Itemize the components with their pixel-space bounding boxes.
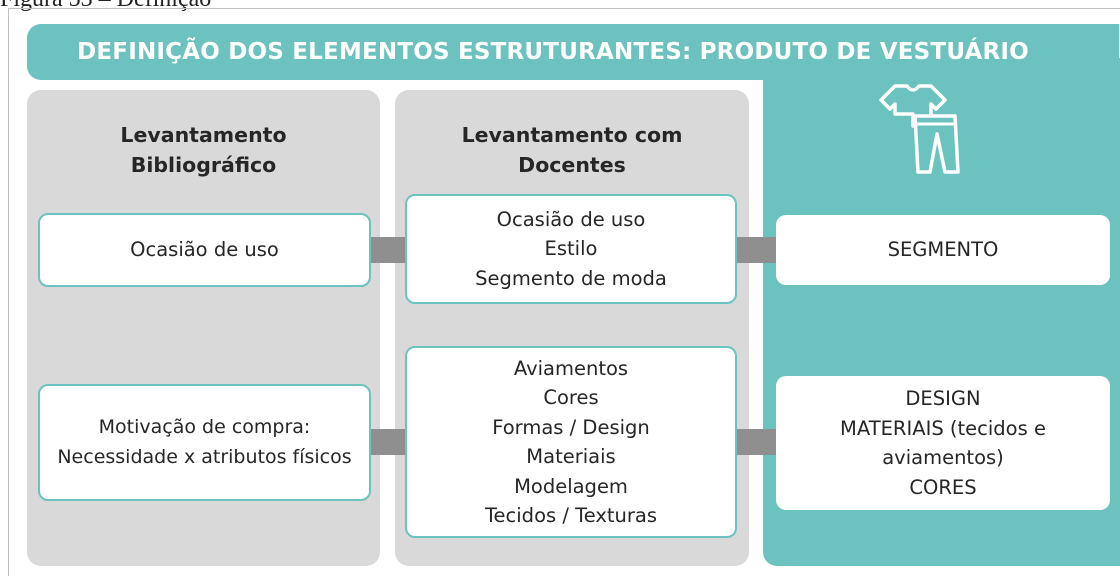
product-box-design: DESIGN MATERIAIS (tecidos e aviamentos) … [776,376,1110,510]
clothing-icon [875,82,965,176]
diagram-title: DEFINIÇÃO DOS ELEMENTOS ESTRUTURANTES: P… [77,39,1029,65]
bibliographic-heading: Levantamento Bibliográfico [120,123,287,177]
bibliographic-box-motivation: Motivação de compra: Necessidade x atrib… [38,384,371,501]
connector-right-top [737,237,776,263]
teachers-heading: Levantamento com Docentes [461,123,683,177]
diagram-frame [8,8,1120,576]
bibliographic-box-occasion: Ocasião de uso [38,213,371,287]
figure-caption: Figura 53 – Definição [0,0,211,13]
title-banner: DEFINIÇÃO DOS ELEMENTOS ESTRUTURANTES: P… [27,24,1119,80]
teachers-box-attributes: Aviamentos Cores Formas / Design Materia… [405,346,737,538]
product-box-segment: SEGMENTO [776,215,1110,285]
connector-left-bottom [371,429,405,455]
connector-left-top [371,237,405,263]
teachers-box-occasion-style: Ocasião de uso Estilo Segmento de moda [405,194,737,304]
connector-right-bottom [737,429,776,455]
